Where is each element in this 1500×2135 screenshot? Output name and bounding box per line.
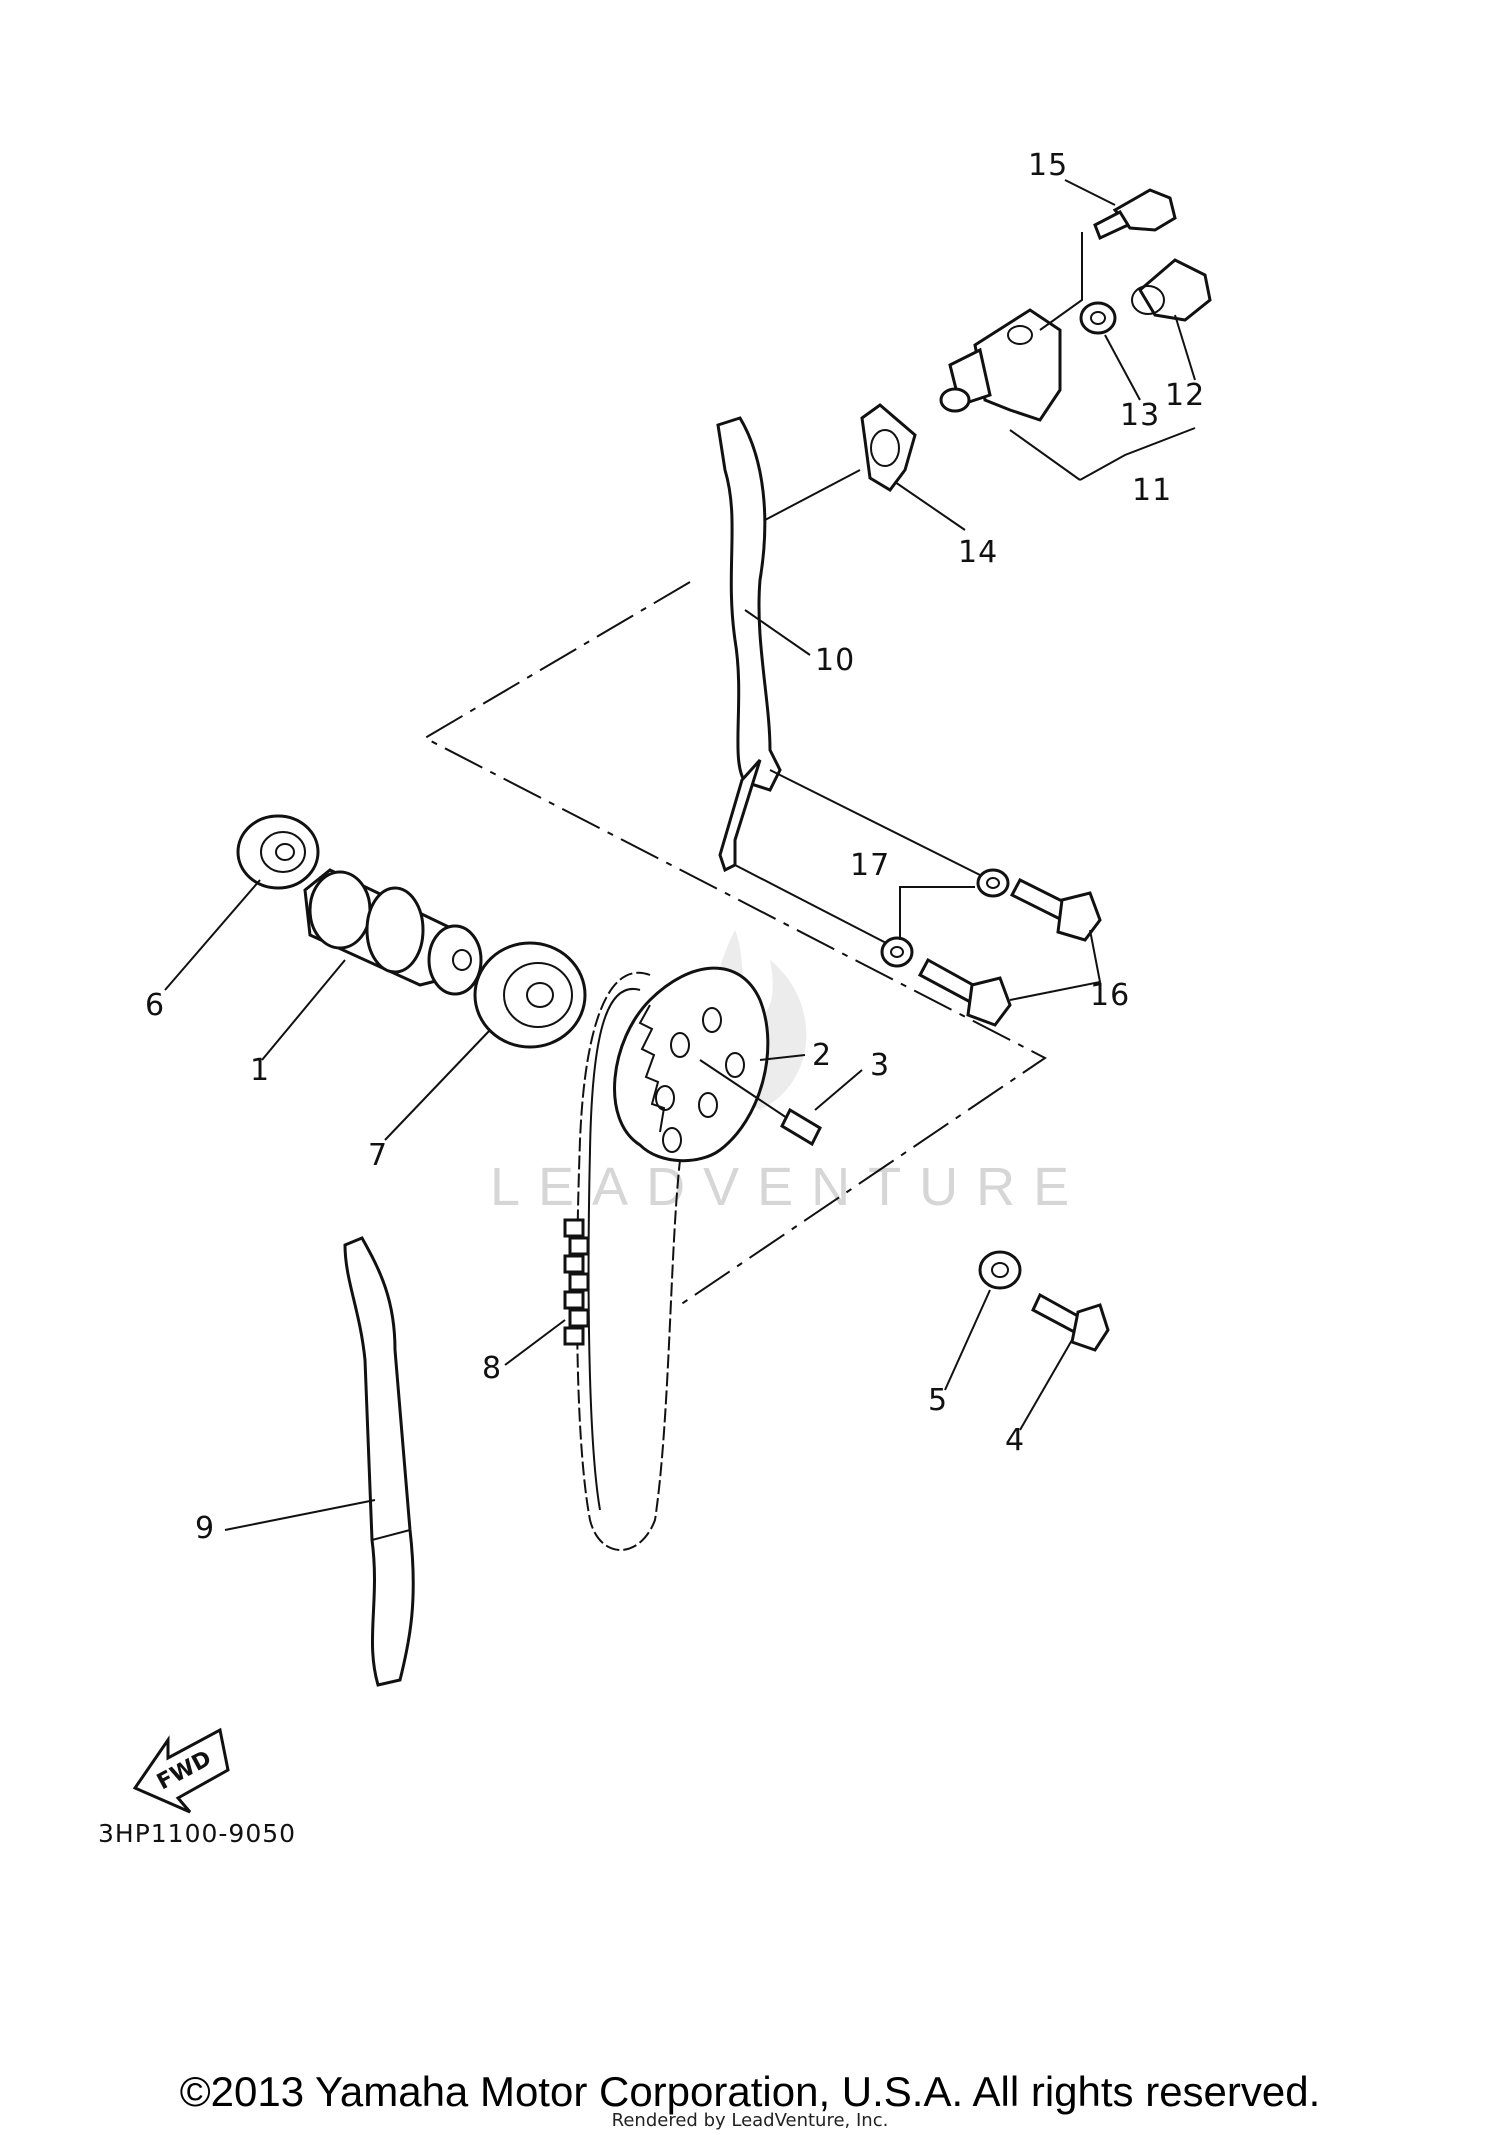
callout-16: 16 xyxy=(1090,978,1130,1013)
callout-2: 2 xyxy=(812,1038,832,1073)
callout-10: 10 xyxy=(815,643,855,678)
copyright-notice: ©2013 Yamaha Motor Corporation, U.S.A. A… xyxy=(179,2068,1321,2115)
bolt-4 xyxy=(1031,1292,1110,1352)
sprocket-2 xyxy=(613,966,770,1163)
cap-bolt-12 xyxy=(1131,258,1212,322)
callout-7: 7 xyxy=(368,1138,388,1173)
callout-14: 14 xyxy=(958,535,998,570)
callout-12: 12 xyxy=(1165,378,1205,413)
bolt-15 xyxy=(1093,188,1177,241)
gasket-14 xyxy=(764,403,917,521)
washer-17a xyxy=(976,868,1010,898)
chain-guide-9 xyxy=(343,1236,415,1687)
callout-3: 3 xyxy=(870,1048,890,1083)
washer-13 xyxy=(1079,301,1117,335)
callout-5: 5 xyxy=(928,1383,948,1418)
callout-13: 13 xyxy=(1120,398,1160,433)
forward-arrow-icon: FWD xyxy=(132,1727,230,1814)
callout-4: 4 xyxy=(1005,1423,1025,1458)
watermark-text: LEADVENTURE xyxy=(490,1157,1087,1217)
bearing-7 xyxy=(473,941,587,1049)
tensioner-11 xyxy=(939,308,1062,422)
cam-chain-8 xyxy=(563,971,681,1551)
drawing-code: 3HP1100-9050 xyxy=(98,1819,296,1848)
bearing-6 xyxy=(236,814,320,890)
callout-9: 9 xyxy=(195,1511,215,1546)
callout-17: 17 xyxy=(850,848,890,883)
bolt-16a xyxy=(1009,878,1102,942)
rendered-by-note: Rendered by LeadVenture, Inc. xyxy=(611,2110,889,2131)
washer-17b xyxy=(880,936,914,968)
camshaft-1 xyxy=(303,868,483,996)
chain-guide-10 xyxy=(716,416,1001,946)
callout-8: 8 xyxy=(482,1351,502,1386)
bolt-16b xyxy=(917,957,1012,1027)
dowel-pin-3 xyxy=(699,1059,822,1147)
callout-labels: 1 2 3 4 5 6 7 8 9 10 11 12 13 14 15 16 1… xyxy=(145,148,1205,1546)
washer-5 xyxy=(978,1250,1022,1290)
callout-11: 11 xyxy=(1132,473,1172,508)
leader-lines xyxy=(164,179,1196,1531)
callout-15: 15 xyxy=(1028,148,1068,183)
assembly-outline xyxy=(422,581,1047,1306)
callout-6: 6 xyxy=(145,988,165,1023)
callout-1: 1 xyxy=(250,1053,270,1088)
